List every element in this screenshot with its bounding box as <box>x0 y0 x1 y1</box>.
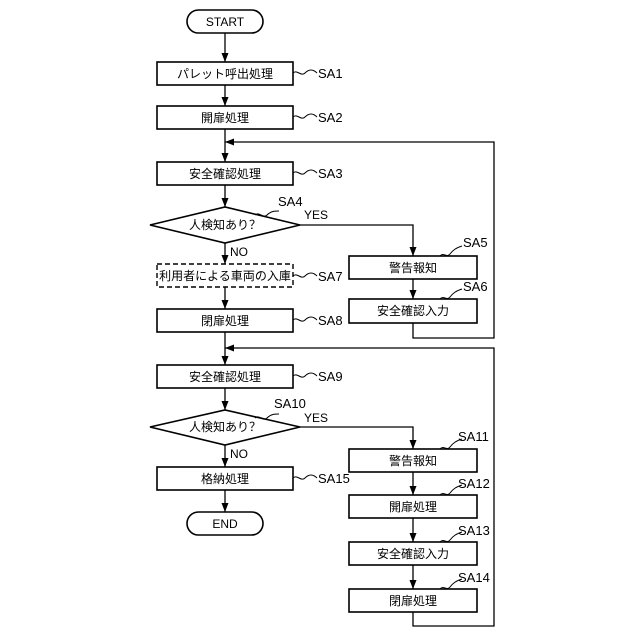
svg-text:開扉処理: 開扉処理 <box>389 500 437 514</box>
step-sa1: パレット呼出処理 <box>157 62 293 85</box>
svg-text:開扉処理: 開扉処理 <box>201 111 249 125</box>
decision-sa10: 人検知あり？ <box>150 410 300 445</box>
step-sa13: 安全確認入力 <box>349 542 477 565</box>
yes-label-sa4: YES <box>304 208 328 222</box>
step-sa14: 閉扉処理 <box>349 589 477 612</box>
svg-text:人検知あり？: 人検知あり？ <box>189 420 261 434</box>
svg-text:パレット呼出処理: パレット呼出処理 <box>177 67 273 81</box>
svg-text:安全確認入力: 安全確認入力 <box>377 546 449 561</box>
tag-sa8: SA8 <box>318 313 343 328</box>
tag-sa6: SA6 <box>463 279 488 294</box>
tag-sa11: SA11 <box>458 429 489 444</box>
no-label-sa10: NO <box>230 447 248 461</box>
yes-label-sa10: YES <box>304 411 328 425</box>
svg-text:安全確認処理: 安全確認処理 <box>189 166 261 181</box>
tag-sa12: SA12 <box>458 476 490 491</box>
step-sa11: 警告報知 <box>349 449 477 472</box>
svg-text:人検知あり？: 人検知あり？ <box>189 218 261 232</box>
step-sa3: 安全確認処理 <box>157 162 293 185</box>
tag-sa9: SA9 <box>318 369 343 384</box>
step-sa6: 安全確認入力 <box>349 299 477 323</box>
svg-text:警告報知: 警告報知 <box>389 453 437 468</box>
svg-text:END: END <box>212 517 238 531</box>
svg-text:格納処理: 格納処理 <box>201 471 249 486</box>
tag-sa10: SA10 <box>274 396 306 411</box>
svg-text:START: START <box>206 15 245 29</box>
tag-sa14: SA14 <box>458 570 490 585</box>
step-sa2: 開扉処理 <box>157 106 293 129</box>
step-sa15: 格納処理 <box>157 467 293 490</box>
svg-text:安全確認入力: 安全確認入力 <box>377 303 449 318</box>
step-sa7: 利用者による車両の入庫 <box>157 264 293 287</box>
decision-sa4: 人検知あり？ <box>150 207 300 243</box>
tag-sa3: SA3 <box>318 166 343 181</box>
tag-sa15: SA15 <box>318 471 350 486</box>
tag-sa7: SA7 <box>318 269 343 284</box>
step-sa8: 閉扉処理 <box>157 309 293 332</box>
svg-text:利用者による車両の入庫: 利用者による車両の入庫 <box>159 269 291 283</box>
svg-text:閉扉処理: 閉扉処理 <box>201 314 249 328</box>
no-label-sa4: NO <box>230 245 248 259</box>
end-terminal: END <box>187 512 263 535</box>
svg-text:閉扉処理: 閉扉処理 <box>389 594 437 608</box>
start-terminal: START <box>187 10 263 33</box>
step-sa9: 安全確認処理 <box>157 365 293 388</box>
tag-sa4: SA4 <box>278 194 303 209</box>
tag-sa1: SA1 <box>318 66 343 81</box>
svg-text:警告報知: 警告報知 <box>389 260 437 275</box>
tag-sa2: SA2 <box>318 110 343 125</box>
tag-sa5: SA5 <box>463 235 488 250</box>
step-sa12: 開扉処理 <box>349 495 477 518</box>
step-sa5: 警告報知 <box>349 256 477 279</box>
tag-sa13: SA13 <box>458 523 490 538</box>
svg-text:安全確認処理: 安全確認処理 <box>189 369 261 384</box>
